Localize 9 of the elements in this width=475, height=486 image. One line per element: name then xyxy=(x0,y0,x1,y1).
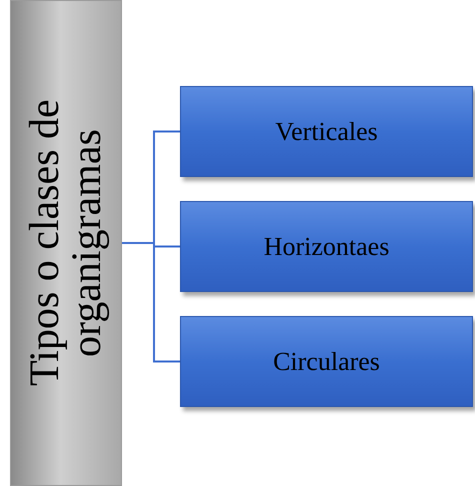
box-label: Tipos o clases de organigramas xyxy=(24,98,108,388)
title-bar xyxy=(10,0,122,486)
box-label: Circulares xyxy=(273,346,380,376)
box-label: Horizontaes xyxy=(264,232,390,262)
category-box xyxy=(180,86,473,177)
category-box xyxy=(180,201,473,292)
box-label: Verticales xyxy=(275,116,378,146)
connector-line xyxy=(122,242,180,362)
category-box xyxy=(180,316,473,407)
